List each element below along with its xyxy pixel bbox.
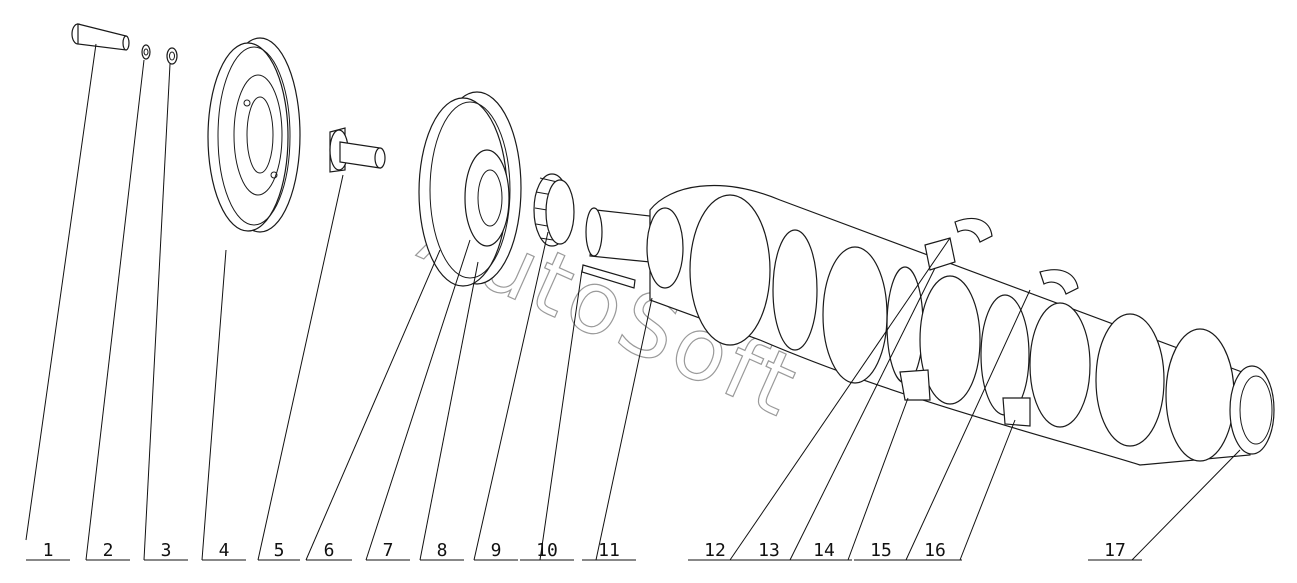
pulley-part	[207, 37, 301, 233]
callout-11: 11	[598, 540, 620, 561]
callout-15: 15	[870, 540, 892, 561]
washer-part	[141, 44, 151, 60]
callout-labels: 1 2 3 4 5 6 7 8 9 10 11 12 13 14 15 16 1…	[43, 540, 1126, 561]
leader-lines	[25, 43, 1241, 561]
key-part	[581, 264, 636, 289]
callout-10: 10	[536, 540, 558, 561]
flange-hub-part	[329, 127, 386, 173]
callout-2: 2	[103, 540, 114, 561]
callout-7: 7	[383, 540, 394, 561]
lock-washer-part	[166, 47, 178, 65]
crankshaft-part	[585, 184, 1275, 466]
bolt-part	[71, 23, 130, 51]
callout-3: 3	[161, 540, 172, 561]
gear-part	[533, 173, 575, 247]
damper-part	[418, 91, 522, 287]
callout-5: 5	[274, 540, 285, 561]
callout-17: 17	[1104, 540, 1126, 561]
callout-9: 9	[491, 540, 502, 561]
callout-8: 8	[437, 540, 448, 561]
callout-4: 4	[219, 540, 230, 561]
callout-13: 13	[758, 540, 780, 561]
callout-16: 16	[924, 540, 946, 561]
callout-6: 6	[324, 540, 335, 561]
callout-12: 12	[704, 540, 726, 561]
callout-1: 1	[43, 540, 54, 561]
callout-14: 14	[813, 540, 835, 561]
bearing-shells	[899, 217, 1079, 427]
